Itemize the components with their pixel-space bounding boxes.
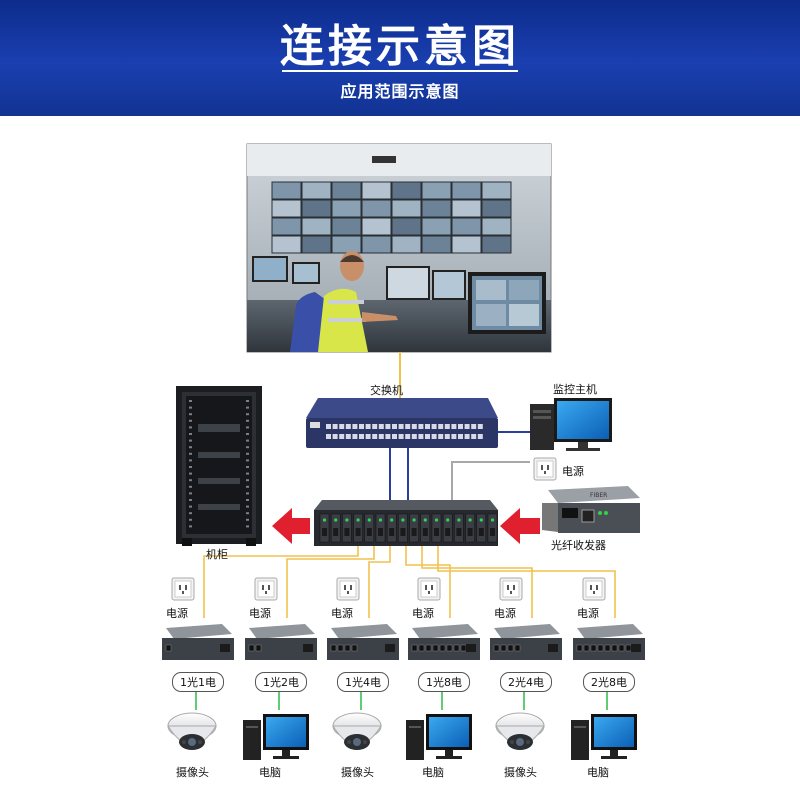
desktop-computer-icon bbox=[406, 714, 472, 760]
device-group-3 bbox=[327, 578, 399, 750]
power-socket bbox=[172, 578, 194, 600]
fiber-line-3 bbox=[369, 546, 390, 618]
video-wall-screen bbox=[302, 218, 331, 235]
endpoint-label: 摄像头 bbox=[176, 764, 209, 780]
video-wall-screen bbox=[362, 200, 391, 217]
power-label: 电源 bbox=[494, 605, 516, 621]
svg-text:FIBER: FIBER bbox=[590, 492, 607, 499]
video-wall-screen bbox=[422, 182, 451, 199]
media-converter bbox=[162, 624, 234, 660]
device-type-badge: 2光4电 bbox=[500, 672, 552, 692]
video-wall-screen bbox=[452, 200, 481, 217]
video-wall-screen bbox=[332, 200, 361, 217]
video-wall-screen bbox=[452, 182, 481, 199]
video-wall bbox=[272, 182, 511, 253]
power-label: 电源 bbox=[577, 605, 599, 621]
dome-camera-icon bbox=[496, 713, 544, 750]
video-wall-screen bbox=[332, 182, 361, 199]
power-socket-right bbox=[534, 458, 556, 480]
dome-camera-icon bbox=[168, 713, 216, 750]
converter-chassis bbox=[314, 500, 498, 546]
video-wall-screen bbox=[392, 182, 421, 199]
server-cabinet bbox=[176, 386, 262, 546]
network-switch bbox=[306, 398, 498, 448]
power-socket bbox=[500, 578, 522, 600]
device-type-badge: 1光2电 bbox=[255, 672, 307, 692]
power-socket bbox=[255, 578, 277, 600]
media-converter bbox=[490, 624, 562, 660]
device-type-badge: 1光8电 bbox=[418, 672, 470, 692]
endpoint-label: 电脑 bbox=[587, 764, 609, 780]
device-type-badge: 1光4电 bbox=[337, 672, 389, 692]
device-group-5 bbox=[490, 578, 562, 750]
video-wall-screen bbox=[302, 200, 331, 217]
video-wall-screen bbox=[272, 182, 301, 199]
cabinet-label: 机柜 bbox=[206, 546, 228, 562]
power-label: 电源 bbox=[412, 605, 434, 621]
endpoint-label: 摄像头 bbox=[341, 764, 374, 780]
video-wall-screen bbox=[272, 236, 301, 253]
video-wall-screen bbox=[272, 218, 301, 235]
video-wall-screen bbox=[272, 200, 301, 217]
media-converter bbox=[573, 624, 645, 660]
monitor-host bbox=[530, 398, 612, 451]
video-wall-screen bbox=[332, 218, 361, 235]
endpoint-label: 电脑 bbox=[259, 764, 281, 780]
power-label-right: 电源 bbox=[562, 463, 584, 479]
video-wall-screen bbox=[482, 236, 511, 253]
video-wall-screen bbox=[452, 218, 481, 235]
video-wall-screen bbox=[332, 236, 361, 253]
power-socket bbox=[583, 578, 605, 600]
video-wall-screen bbox=[422, 200, 451, 217]
video-wall-screen bbox=[302, 236, 331, 253]
video-wall-screen bbox=[392, 200, 421, 217]
media-converter bbox=[408, 624, 480, 660]
arrow-into-chassis bbox=[500, 508, 540, 544]
desktop-computer-icon bbox=[243, 714, 309, 760]
video-wall-screen bbox=[392, 236, 421, 253]
media-converter bbox=[327, 624, 399, 660]
desktop-computer-icon bbox=[571, 714, 637, 760]
video-wall-screen bbox=[392, 218, 421, 235]
power-line-chassis bbox=[452, 462, 530, 500]
bottom-device-row bbox=[162, 578, 645, 760]
device-type-badge: 2光8电 bbox=[583, 672, 635, 692]
fiber-transceiver-device: FIBER bbox=[542, 486, 640, 533]
video-wall-screen bbox=[302, 182, 331, 199]
device-type-badge: 1光1电 bbox=[172, 672, 224, 692]
fiber-transceiver-label: 光纤收发器 bbox=[551, 537, 606, 553]
video-wall-screen bbox=[362, 236, 391, 253]
video-wall-screen bbox=[362, 218, 391, 235]
video-wall-screen bbox=[482, 200, 511, 217]
power-socket bbox=[337, 578, 359, 600]
endpoint-label: 电脑 bbox=[422, 764, 444, 780]
video-wall-screen bbox=[362, 182, 391, 199]
power-socket bbox=[418, 578, 440, 600]
power-label: 电源 bbox=[249, 605, 271, 621]
endpoint-label: 摄像头 bbox=[504, 764, 537, 780]
video-wall-screen bbox=[422, 218, 451, 235]
video-wall-screen bbox=[482, 182, 511, 199]
switch-label: 交换机 bbox=[370, 382, 403, 398]
monitor-host-label: 监控主机 bbox=[553, 381, 597, 397]
power-label: 电源 bbox=[331, 605, 353, 621]
dome-camera-icon bbox=[333, 713, 381, 750]
arrow-to-cabinet bbox=[272, 508, 310, 544]
media-converter bbox=[245, 624, 317, 660]
video-wall-screen bbox=[482, 218, 511, 235]
control-room-photo bbox=[247, 144, 551, 352]
video-wall-screen bbox=[422, 236, 451, 253]
power-label: 电源 bbox=[166, 605, 188, 621]
video-wall-screen bbox=[452, 236, 481, 253]
device-group-1 bbox=[162, 578, 234, 750]
